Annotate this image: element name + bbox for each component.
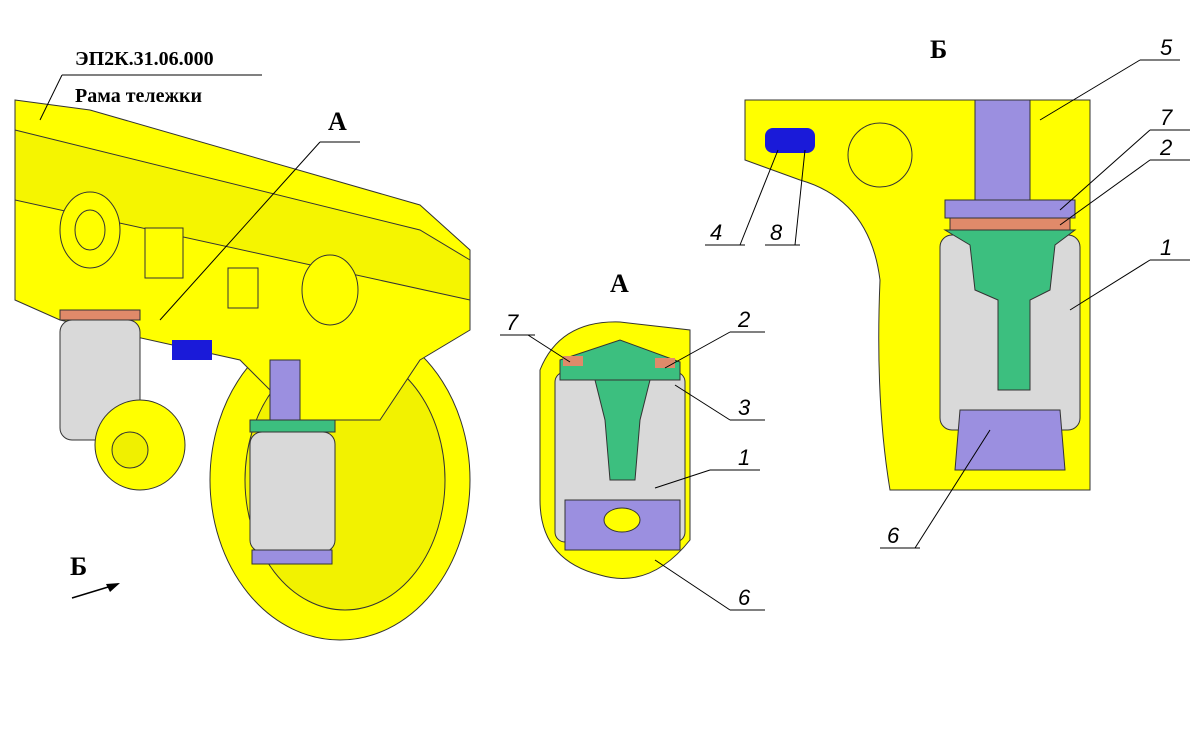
callout-b-4: 4	[710, 220, 722, 245]
callout-b-5: 5	[1160, 35, 1173, 60]
view-a-callouts: 7 2 3 1 6	[500, 307, 765, 611]
callout-a-2: 2	[737, 307, 750, 332]
drawing-name: Рама тележки	[75, 85, 202, 107]
callout-a-7: 7	[506, 310, 519, 335]
view-b-marker: Б	[70, 552, 87, 581]
bogie-frame-drawing	[14, 99, 471, 641]
view-b-title: Б	[930, 35, 947, 64]
view-a-detail	[539, 321, 691, 579]
view-a-marker: А	[328, 107, 347, 136]
callout-b-7: 7	[1160, 105, 1173, 130]
callout-b-2: 2	[1159, 135, 1172, 160]
blue-stop	[172, 340, 212, 360]
blue-block	[765, 128, 815, 153]
callout-a-3: 3	[738, 395, 751, 420]
callout-b-1: 1	[1160, 235, 1172, 260]
view-a-title: А	[610, 269, 629, 298]
view-b-detail	[744, 99, 1091, 491]
callout-b-6: 6	[887, 523, 900, 548]
callout-a-6: 6	[738, 585, 751, 610]
right-spring	[249, 359, 336, 565]
view-b-callouts: 5 7 2 1 4 8 6	[705, 35, 1190, 549]
drawing-code: ЭП2К.31.06.000	[75, 48, 214, 70]
callout-b-8: 8	[770, 220, 783, 245]
callout-a-1: 1	[738, 445, 750, 470]
